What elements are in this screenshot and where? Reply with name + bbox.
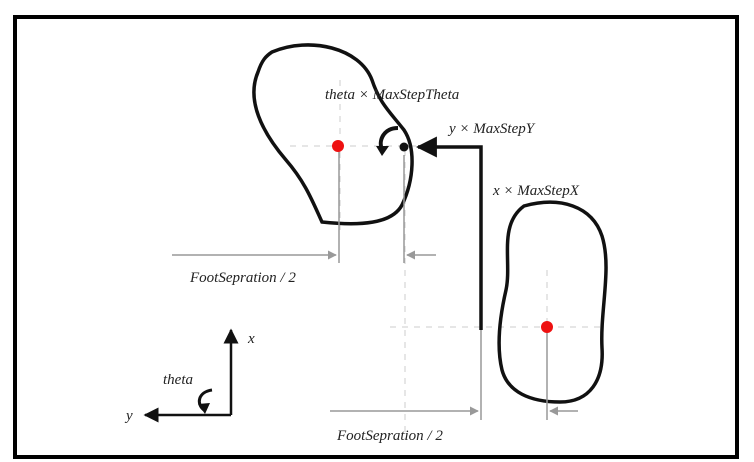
axis-x-label: x (247, 331, 255, 347)
gray-drop-lines (338, 146, 548, 420)
left-foot-center (332, 140, 344, 152)
step-xy-arrow (415, 136, 483, 330)
left-foot-outline (252, 43, 414, 226)
theta-axis-curved-arrow-icon (197, 388, 213, 414)
foot-sep-top-label: FootSepration / 2 (189, 270, 296, 286)
target-point (399, 142, 409, 152)
curved-arrow-icon (376, 126, 399, 156)
right-foot-outline (497, 200, 608, 404)
foot-sep-bottom-label: FootSepration / 2 (336, 428, 443, 444)
axis-y-label: y (124, 408, 133, 424)
dashed-guides (290, 80, 600, 440)
axis-theta-label: theta (163, 372, 193, 388)
theta-step-label: theta × MaxStepTheta (325, 87, 459, 103)
outer-frame (13, 15, 739, 459)
right-foot-center (541, 321, 553, 333)
y-step-label: y × MaxStepY (447, 121, 536, 137)
x-step-label: x × MaxStepX (492, 183, 580, 199)
